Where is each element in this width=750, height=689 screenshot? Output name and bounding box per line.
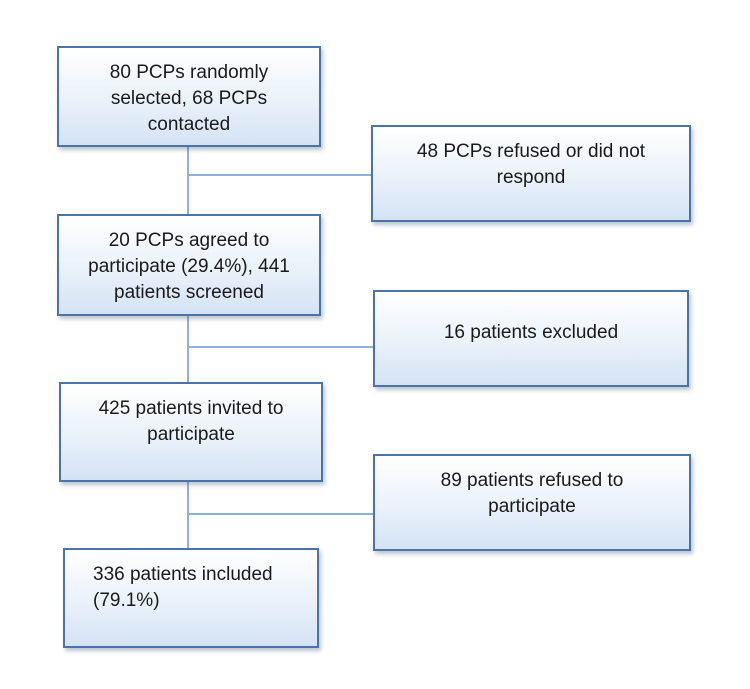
connector-to-exclusion-1	[188, 174, 372, 176]
exclusion-box-pcps-refused: 48 PCPs refused or did not respond	[371, 125, 691, 222]
connector-to-exclusion-2	[188, 346, 374, 348]
step-box-patients-included: 336 patients included (79.1%)	[63, 548, 319, 648]
step-box-pcps-selected: 80 PCPs randomly selected, 68 PCPs conta…	[57, 46, 321, 147]
step-box-pcps-agreed: 20 PCPs agreed to participate (29.4%), 4…	[57, 214, 321, 316]
exclusion-box-patients-excluded: 16 patients excluded	[373, 290, 689, 387]
exclusion-box-patients-refused: 89 patients refused to participate	[373, 454, 691, 551]
step-box-patients-invited: 425 patients invited to participate	[59, 382, 323, 482]
connector-step3-step4	[187, 481, 189, 549]
connector-step2-step3	[187, 316, 189, 382]
connector-to-exclusion-3	[188, 513, 374, 515]
connector-step1-step2	[187, 146, 189, 214]
